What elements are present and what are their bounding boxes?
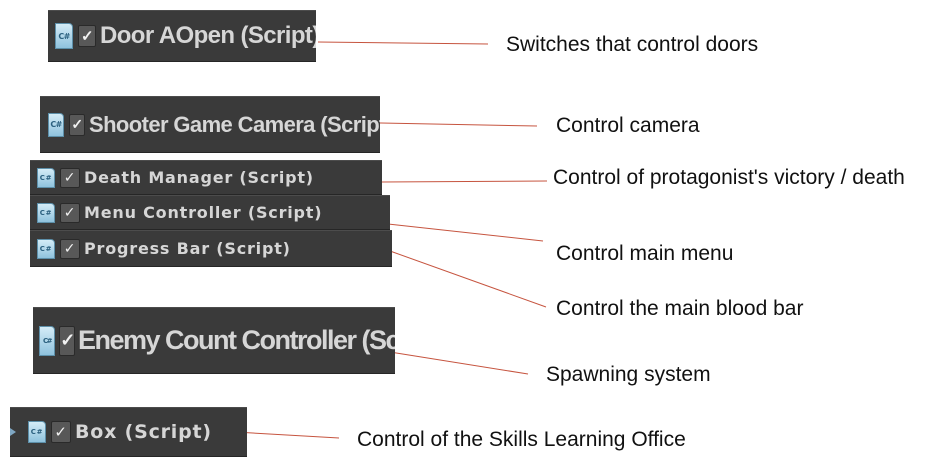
component-header-box[interactable]: C# ✓ Box (Script)	[10, 407, 247, 457]
component-title: Menu Controller (Script)	[84, 203, 323, 222]
enabled-checkbox[interactable]: ✓	[60, 238, 80, 259]
leader-line-door-aopen	[317, 41, 489, 45]
leader-line-box	[234, 431, 340, 439]
component-title: Death Manager (Script)	[84, 168, 314, 187]
component-title: Door AOpen (Script)	[100, 22, 316, 49]
component-title: Box (Script)	[75, 421, 212, 443]
enabled-checkbox[interactable]: ✓	[60, 202, 80, 223]
leader-line-menu-controller	[387, 223, 544, 242]
component-header-door-aopen[interactable]: C# ✓ Door AOpen (Script)	[48, 10, 316, 62]
annotation-progress-bar: Control the main blood bar	[556, 297, 804, 320]
leader-line-enemy-count-controller	[389, 351, 529, 375]
component-title: Progress Bar (Script)	[84, 239, 291, 258]
component-header-death-manager[interactable]: C# ✓ Death Manager (Script)	[30, 160, 382, 195]
annotation-menu-controller: Control main menu	[556, 242, 734, 265]
annotation-box: Control of the Skills Learning Office	[357, 428, 686, 451]
csharp-script-icon: C#	[39, 325, 55, 356]
csharp-script-icon: C#	[48, 112, 64, 137]
annotation-death-manager: Control of protagonist's victory / death	[553, 166, 905, 189]
enabled-checkbox[interactable]: ✓	[60, 167, 80, 188]
csharp-script-icon: C#	[28, 421, 46, 443]
csharp-script-icon: C#	[55, 23, 73, 49]
component-header-progress-bar[interactable]: C# ✓ Progress Bar (Script)	[30, 230, 392, 267]
enabled-checkbox[interactable]: ✓	[59, 325, 75, 356]
csharp-script-icon: C#	[37, 238, 55, 259]
csharp-script-icon: C#	[37, 167, 55, 188]
enabled-checkbox[interactable]: ✓	[78, 25, 96, 47]
enabled-checkbox[interactable]: ✓	[51, 421, 71, 443]
annotation-door-aopen: Switches that control doors	[506, 33, 759, 56]
component-header-menu-controller[interactable]: C# ✓ Menu Controller (Script)	[30, 195, 390, 230]
annotation-shooter-game-camera: Control camera	[556, 114, 700, 137]
component-header-shooter-game-camera[interactable]: C# ✓ Shooter Game Camera (Script)	[40, 96, 380, 153]
leader-line-progress-bar	[389, 250, 547, 308]
csharp-script-icon: C#	[37, 202, 55, 223]
leader-line-death-manager	[381, 180, 548, 183]
leader-line-shooter-game-camera	[379, 122, 538, 127]
component-title: Shooter Game Camera (Script)	[89, 111, 380, 137]
component-title: Enemy Count Controller (Script)	[78, 325, 395, 355]
foldout-arrow-icon[interactable]	[10, 428, 16, 436]
enabled-checkbox[interactable]: ✓	[69, 113, 85, 136]
annotation-enemy-count-controller: Spawning system	[546, 363, 711, 386]
component-header-enemy-count-controller[interactable]: C# ✓ Enemy Count Controller (Script)	[33, 307, 395, 374]
